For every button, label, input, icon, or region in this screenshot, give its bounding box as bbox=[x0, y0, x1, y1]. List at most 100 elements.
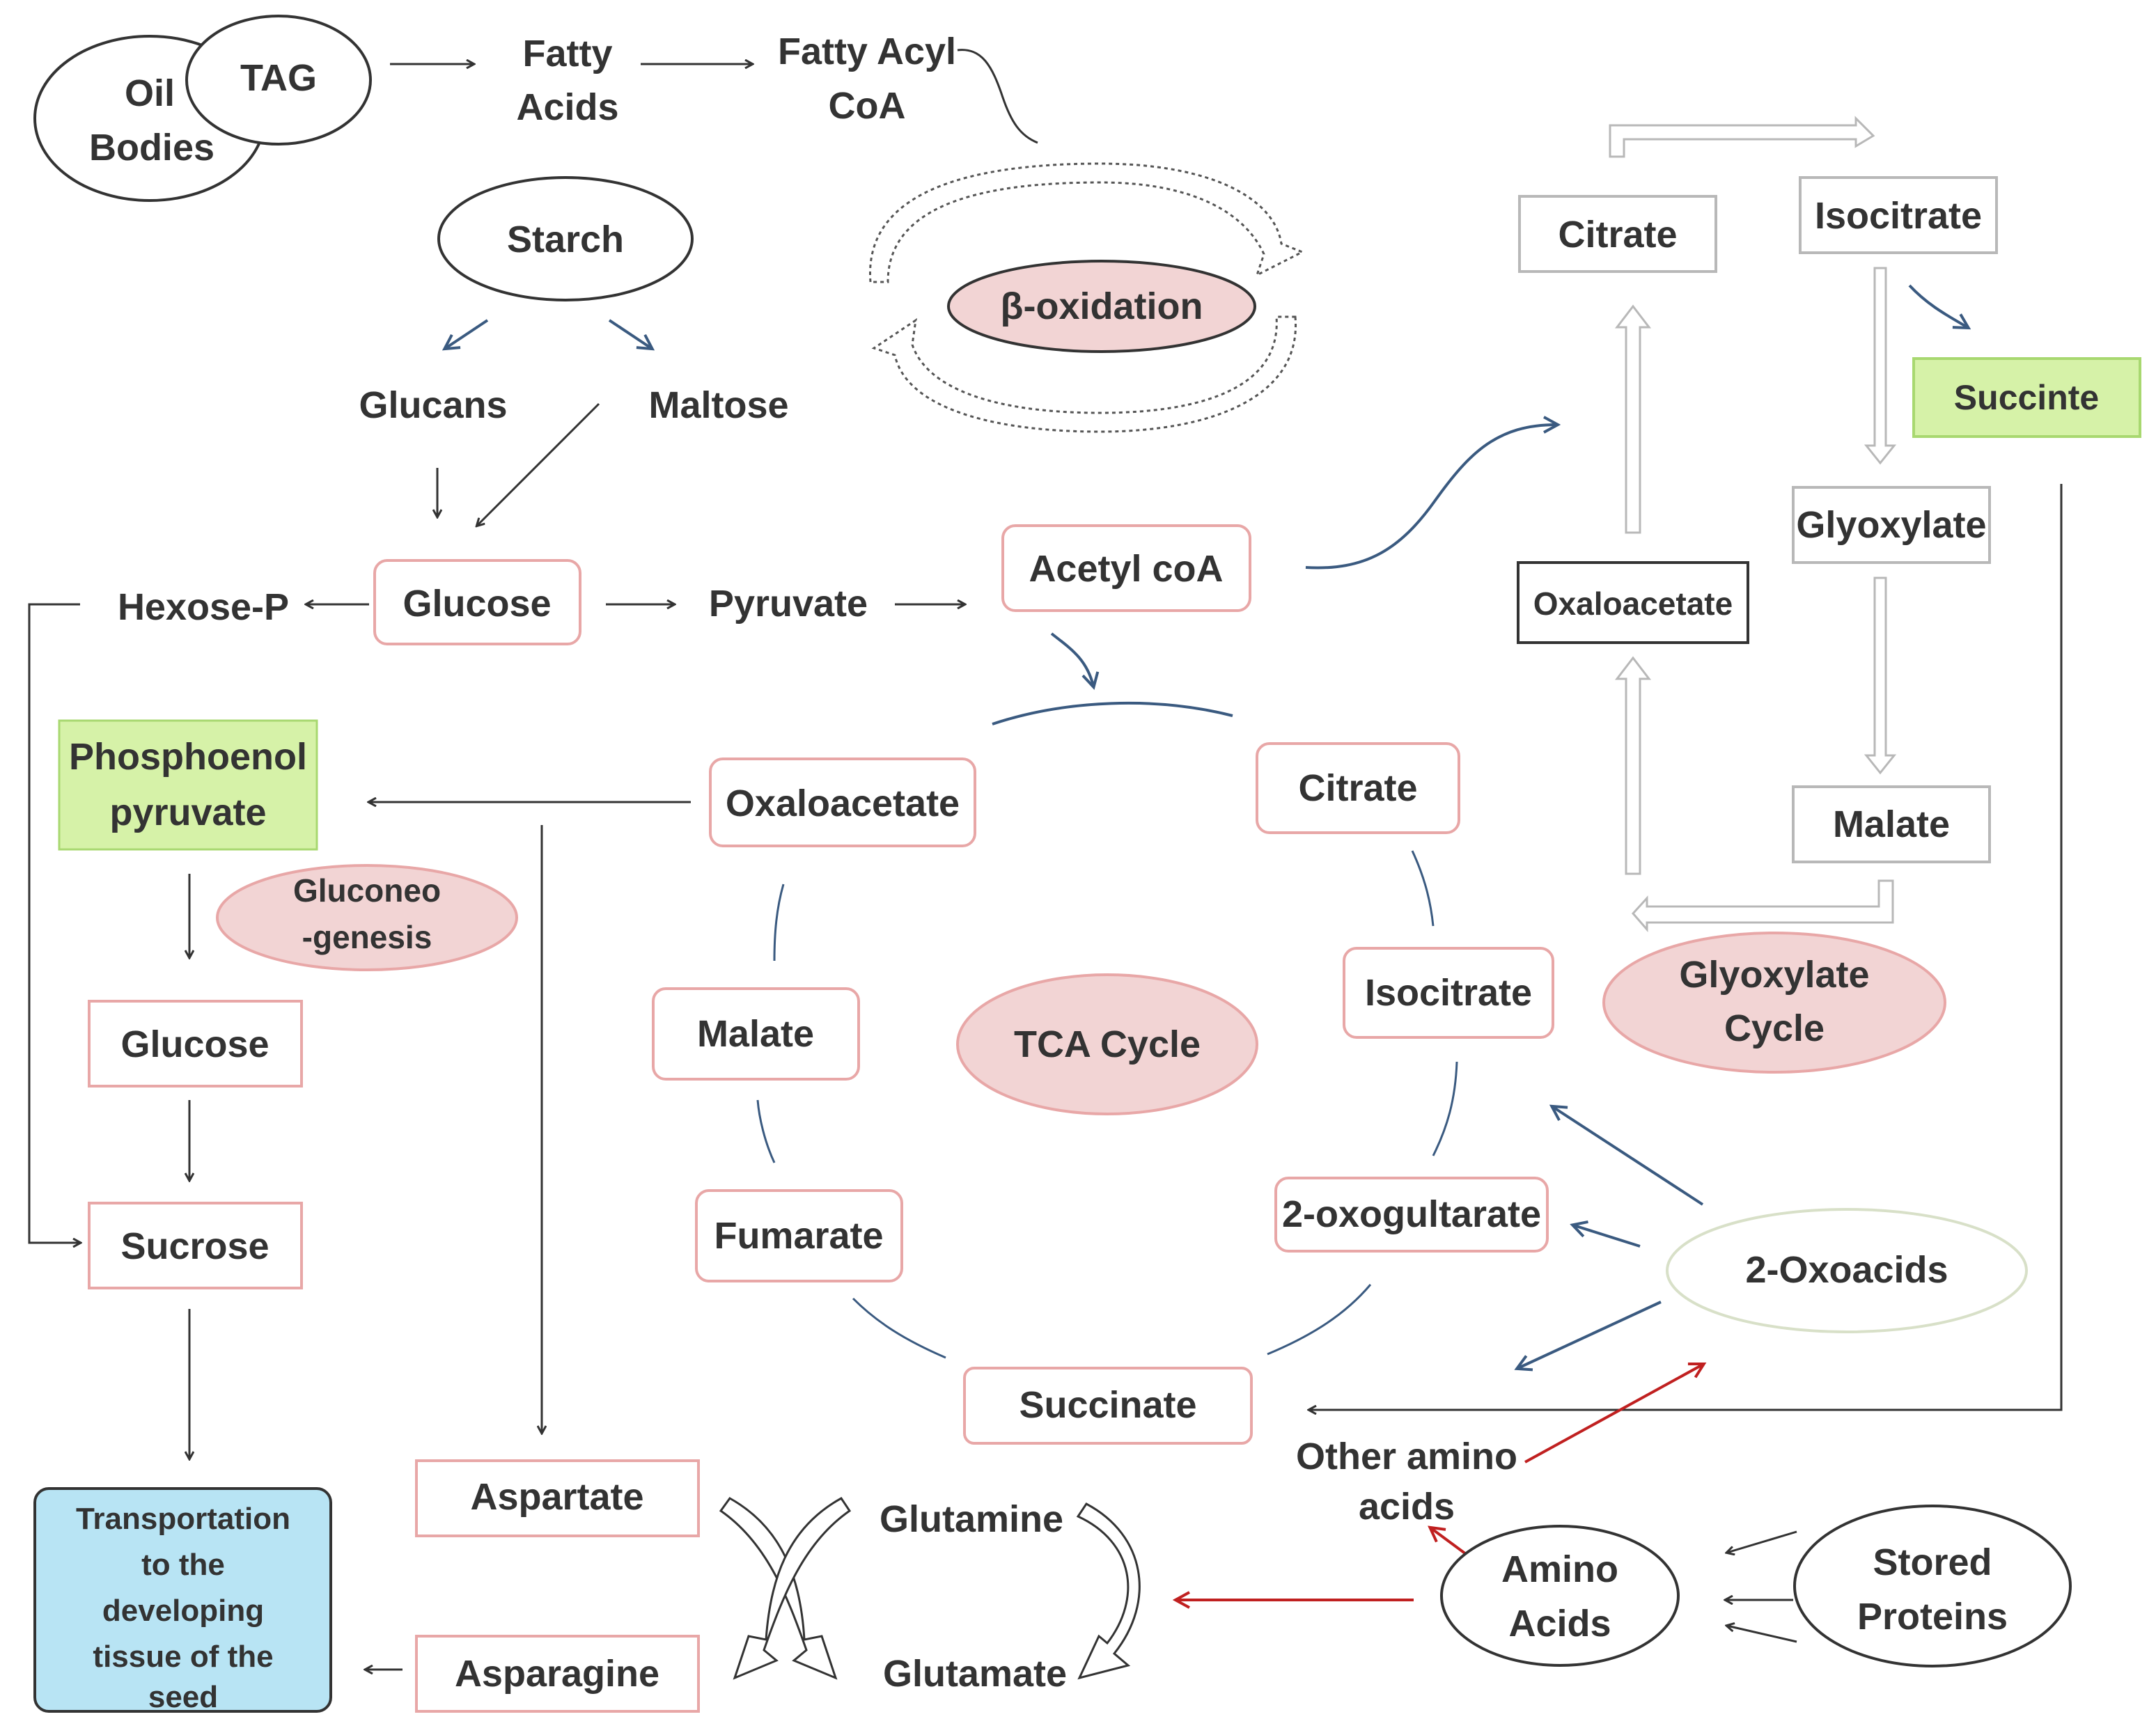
pyruvate-label: Pyruvate bbox=[709, 583, 868, 625]
gly-isocitrate-box bbox=[1799, 176, 1998, 254]
tca-2oxogultarate-label: 2-oxogultarate bbox=[1282, 1193, 1541, 1235]
tca-arc-top bbox=[992, 701, 1233, 725]
tca-succinate-box bbox=[963, 1367, 1253, 1445]
glutamate-label: Glutamate bbox=[883, 1653, 1067, 1695]
amino-acids-label-2: Acids bbox=[1508, 1603, 1611, 1645]
gluconeo-label-1: Gluconeo bbox=[293, 872, 441, 909]
stored-proteins-label-1: Stored bbox=[1873, 1541, 1992, 1583]
line-hexose-to-sucrose bbox=[28, 603, 80, 1243]
aspartate-box bbox=[415, 1459, 700, 1537]
tca-oxaloacetate-box bbox=[709, 758, 976, 847]
arrow-amino-to-other-amino bbox=[1431, 1528, 1467, 1555]
starch-label: Starch bbox=[507, 219, 624, 260]
gly-arrow-to-citrate bbox=[1614, 304, 1652, 534]
tca-malate-box bbox=[652, 987, 860, 1081]
tca-cycle-label: TCA Cycle bbox=[1014, 1023, 1201, 1065]
tca-citrate-label: Citrate bbox=[1298, 767, 1417, 809]
tca-arc-fumarate-malate bbox=[756, 1099, 776, 1163]
maltose-label: Maltose bbox=[648, 384, 788, 426]
other-amino-label-2: acids bbox=[1359, 1486, 1455, 1528]
glucose-left-label: Glucose bbox=[120, 1023, 269, 1065]
gly-succinte-label: Succinte bbox=[1954, 378, 2099, 417]
gly-isocitrate-label: Isocitrate bbox=[1815, 195, 1982, 237]
exchange-arrow-glutamine-glutamate bbox=[1076, 1502, 1141, 1680]
tca-citrate-box bbox=[1256, 742, 1460, 834]
glucose-left-box bbox=[88, 1000, 303, 1088]
glucose-top-box bbox=[373, 559, 581, 645]
arrow-starch-to-glucans bbox=[446, 319, 489, 348]
arrow-acetyl-to-tca bbox=[1050, 632, 1093, 686]
transport-label-3: developing bbox=[102, 1594, 264, 1628]
amino-acids-label-1: Amino bbox=[1501, 1548, 1618, 1590]
arrow-maltose-to-glucose bbox=[477, 402, 600, 526]
beta-oxidation-ellipse bbox=[947, 260, 1256, 353]
exchange-arrow-aspartate-glutamate bbox=[719, 1497, 838, 1680]
transport-label-2: to the bbox=[141, 1548, 225, 1582]
oxoacids-ellipse bbox=[1666, 1208, 2028, 1333]
glucose-top-label: Glucose bbox=[403, 583, 551, 625]
acetyl-coa-label: Acetyl coA bbox=[1029, 548, 1223, 590]
oil-label: Oil bbox=[125, 72, 175, 114]
connector-acyl-to-beta bbox=[957, 49, 1038, 144]
tag-label: TAG bbox=[240, 57, 317, 99]
gly-malate-box bbox=[1792, 785, 1991, 863]
oxoacids-label: 2-Oxoacids bbox=[1745, 1249, 1948, 1291]
glucans-label: Glucans bbox=[359, 384, 507, 426]
gly-glyoxylate-label: Glyoxylate bbox=[1796, 504, 1986, 546]
phosphoenolpyruvate-box bbox=[58, 719, 318, 851]
sucrose-label: Sucrose bbox=[120, 1225, 269, 1267]
gly-arrow-malate-to-oxaloacetate bbox=[1631, 879, 1894, 933]
arrow-starch-to-maltose bbox=[608, 319, 651, 348]
beta-cycle-arrow-bottom bbox=[871, 315, 1297, 433]
tca-succinate-label: Succinate bbox=[1019, 1384, 1196, 1426]
gluconeogenesis-ellipse bbox=[216, 864, 518, 971]
pep-label-1: Phosphoenol bbox=[69, 736, 307, 778]
tca-arc-malate-oxaloacetate bbox=[773, 884, 785, 961]
beta-oxidation-label: β-oxidation bbox=[1001, 285, 1203, 327]
arrow-other-amino-to-oxoacids bbox=[1524, 1365, 1703, 1463]
aspartate-label: Aspartate bbox=[470, 1476, 643, 1518]
beta-cycle-arrow-top bbox=[869, 162, 1305, 283]
amino-acids-ellipse bbox=[1440, 1525, 1680, 1667]
sucrose-box bbox=[88, 1202, 303, 1289]
fatty-acids-label-1: Fatty bbox=[522, 33, 612, 74]
asparagine-label: Asparagine bbox=[455, 1653, 659, 1695]
gly-malate-label: Malate bbox=[1833, 803, 1950, 845]
tag-ellipse bbox=[185, 15, 372, 146]
tca-fumarate-box bbox=[695, 1189, 903, 1282]
arrow-oxoacids-to-succinate bbox=[1518, 1301, 1662, 1368]
tca-2oxogultarate-box bbox=[1274, 1177, 1549, 1253]
transport-label-5: seed bbox=[148, 1680, 218, 1714]
starch-ellipse bbox=[437, 176, 694, 301]
gly-arrow-citrate-to-isocitrate bbox=[1609, 116, 1875, 158]
tca-cycle-ellipse bbox=[956, 973, 1258, 1115]
other-amino-label-1: Other amino bbox=[1296, 1436, 1517, 1477]
tca-arc-isocitrate-2oxo bbox=[1432, 1061, 1458, 1156]
tca-fumarate-label: Fumarate bbox=[714, 1215, 883, 1257]
glutamine-label: Glutamine bbox=[880, 1498, 1063, 1540]
gly-glyoxylate-box bbox=[1792, 486, 1991, 564]
stored-proteins-label-2: Proteins bbox=[1857, 1596, 2008, 1638]
fatty-acyl-label-2: CoA bbox=[829, 85, 906, 127]
arrow-oxoacids-to-2oxo bbox=[1574, 1225, 1641, 1248]
arrow-isocitrate-to-succinte bbox=[1908, 284, 1967, 327]
gly-oxaloacetate-label: Oxaloacetate bbox=[1533, 586, 1733, 622]
arrow-stored-to-amino-1 bbox=[1727, 1530, 1797, 1553]
gly-cycle-label-2: Cycle bbox=[1724, 1007, 1825, 1049]
tca-arc-citrate-isocitrate bbox=[1411, 850, 1435, 927]
tca-isocitrate-label: Isocitrate bbox=[1365, 972, 1532, 1014]
stored-proteins-ellipse bbox=[1793, 1505, 2072, 1667]
pep-label-2: pyruvate bbox=[109, 792, 266, 833]
transportation-box bbox=[33, 1487, 332, 1713]
line-succinte-to-succinate bbox=[1309, 484, 2063, 1410]
acetyl-coa-box bbox=[1001, 524, 1251, 612]
gly-arrow-oxaloacetate-up bbox=[1614, 656, 1652, 875]
tca-oxaloacetate-label: Oxaloacetate bbox=[726, 783, 960, 824]
transport-label-1: Transportation bbox=[76, 1502, 290, 1536]
transport-label-4: tissue of the bbox=[93, 1640, 273, 1674]
arrow-stored-to-amino-3 bbox=[1727, 1626, 1797, 1643]
gly-cycle-label-1: Glyoxylate bbox=[1679, 954, 1869, 996]
gly-citrate-label: Citrate bbox=[1558, 214, 1677, 256]
arrow-oxoacids-to-isocitrate bbox=[1553, 1107, 1704, 1206]
